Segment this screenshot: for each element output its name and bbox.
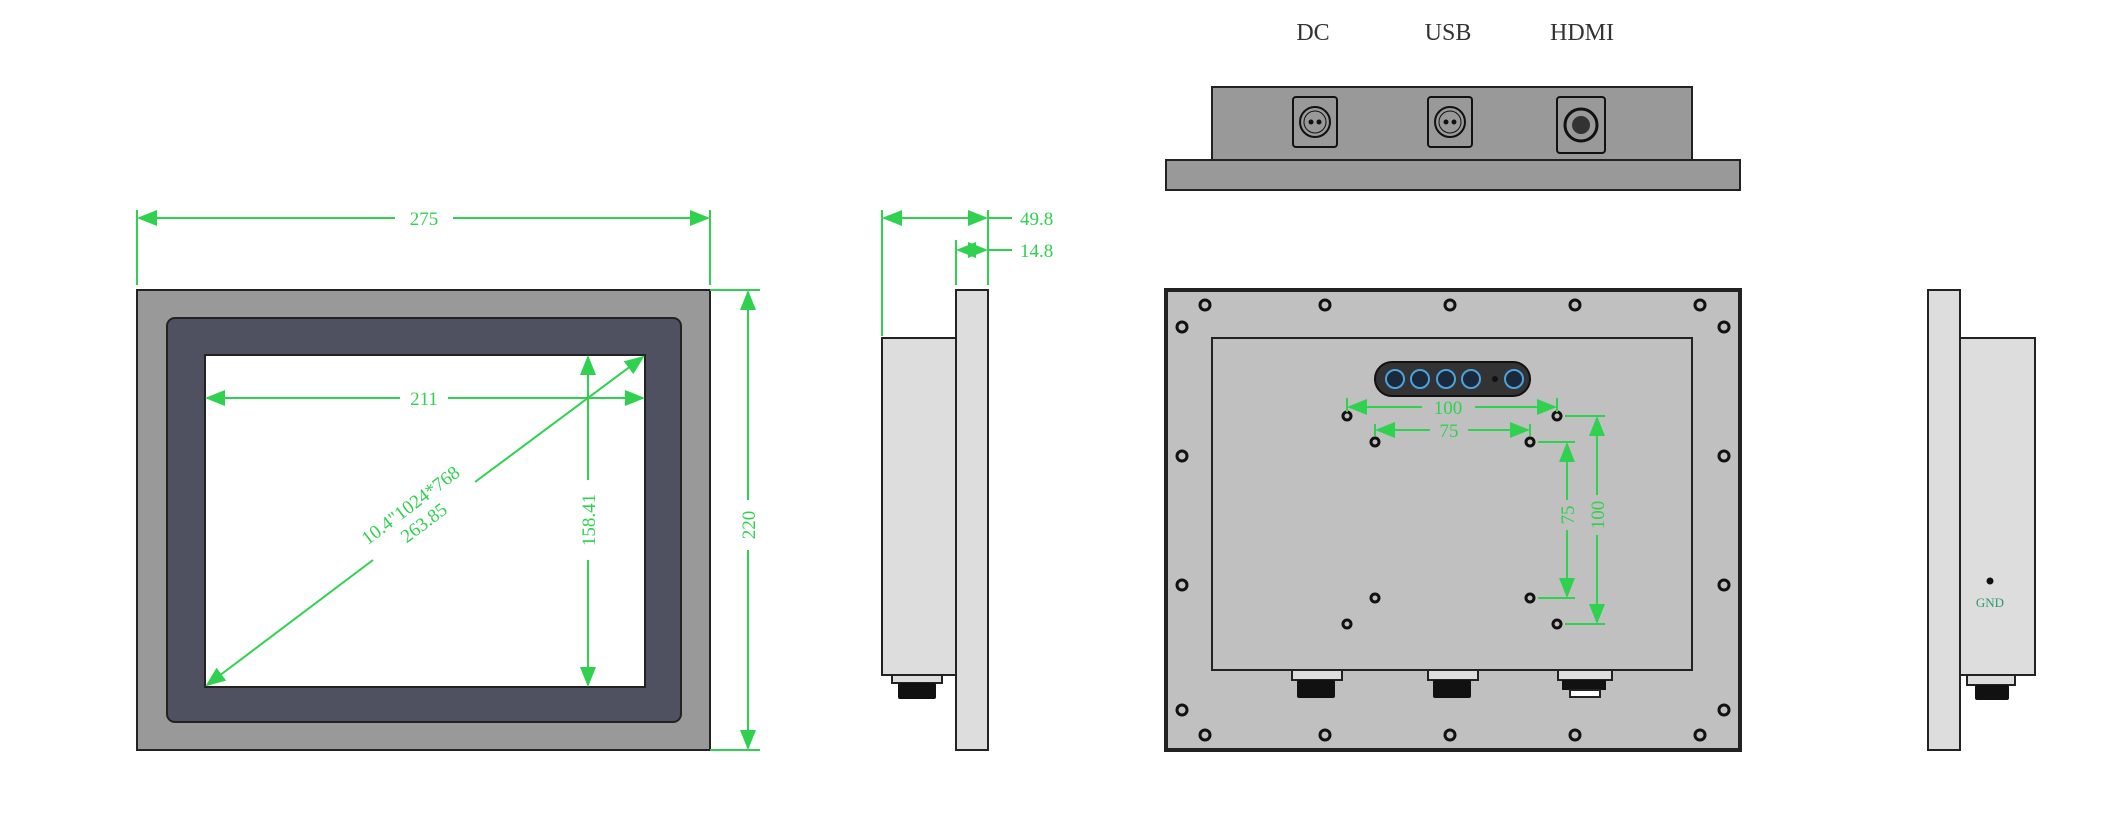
rear-hdmi-connector-icon xyxy=(1557,669,1613,698)
screw-icon xyxy=(1318,728,1332,742)
dim-vesa-100-v: 100 xyxy=(1588,501,1609,530)
dim-width: 275 xyxy=(410,209,439,230)
screw-icon xyxy=(1443,728,1457,742)
ground-screw-icon xyxy=(1986,577,1994,585)
port-label-dc: DC xyxy=(1296,20,1329,46)
mounting-screws xyxy=(1175,298,1731,742)
port-label-usb: USB xyxy=(1425,20,1472,46)
usb-connector-icon xyxy=(1427,96,1473,148)
front-view: 275 211 158.41 220 10.4"1024*768 263.85 xyxy=(136,209,760,751)
dim-screen-width: 211 xyxy=(410,389,438,410)
menu-icon[interactable] xyxy=(1461,369,1481,389)
rear-dc-connector-icon xyxy=(1291,669,1343,698)
screw-icon xyxy=(1443,298,1457,312)
side-view: 49.8 14.8 xyxy=(881,209,1053,751)
vesa-holes xyxy=(1341,410,1563,630)
screw-icon xyxy=(1717,578,1731,592)
port-label-hdmi: HDMI xyxy=(1550,20,1614,46)
down-icon[interactable] xyxy=(1410,369,1430,389)
screw-icon xyxy=(1175,703,1189,717)
hdmi-connector-icon xyxy=(1556,96,1606,154)
control-button-bar xyxy=(1374,361,1531,397)
screw-icon xyxy=(1175,320,1189,334)
dim-vesa-75-h: 75 xyxy=(1440,421,1459,442)
screw-icon xyxy=(1693,298,1707,312)
screw-icon xyxy=(1717,320,1731,334)
rear-view: 100 75 75 100 xyxy=(1164,288,1742,752)
dim-vesa-100-h: 100 xyxy=(1434,398,1463,419)
vesa-hole-icon xyxy=(1369,436,1381,448)
power-icon[interactable] xyxy=(1385,369,1405,389)
screw-icon xyxy=(1198,298,1212,312)
right-side-view: GND xyxy=(1927,289,2036,751)
screw-icon xyxy=(1175,449,1189,463)
dim-height: 220 xyxy=(739,511,760,540)
rear-usb-connector-icon xyxy=(1427,669,1479,698)
screw-icon xyxy=(1717,703,1731,717)
up-icon[interactable] xyxy=(1436,369,1456,389)
vesa-hole-icon xyxy=(1341,618,1353,630)
screw-icon xyxy=(1693,728,1707,742)
vesa-hole-icon xyxy=(1524,436,1536,448)
screw-icon xyxy=(1318,298,1332,312)
ground-label: GND xyxy=(1976,595,2004,610)
vesa-hole-icon xyxy=(1524,592,1536,604)
dc-connector-icon xyxy=(1292,96,1338,148)
screw-icon xyxy=(1175,578,1189,592)
screw-icon xyxy=(1568,728,1582,742)
auto-icon[interactable] xyxy=(1504,369,1524,389)
screw-icon xyxy=(1198,728,1212,742)
top-view: DC USB HDMI xyxy=(1165,20,1741,191)
screw-icon xyxy=(1568,298,1582,312)
dim-screen-height: 158.41 xyxy=(579,494,600,546)
led-indicator xyxy=(1492,376,1498,382)
vesa-hole-icon xyxy=(1551,618,1563,630)
dim-front-depth: 14.8 xyxy=(1020,241,1053,262)
screw-icon xyxy=(1717,449,1731,463)
vesa-hole-icon xyxy=(1369,592,1381,604)
dim-total-depth: 49.8 xyxy=(1020,209,1053,230)
dim-vesa-75-v: 75 xyxy=(1558,506,1579,525)
